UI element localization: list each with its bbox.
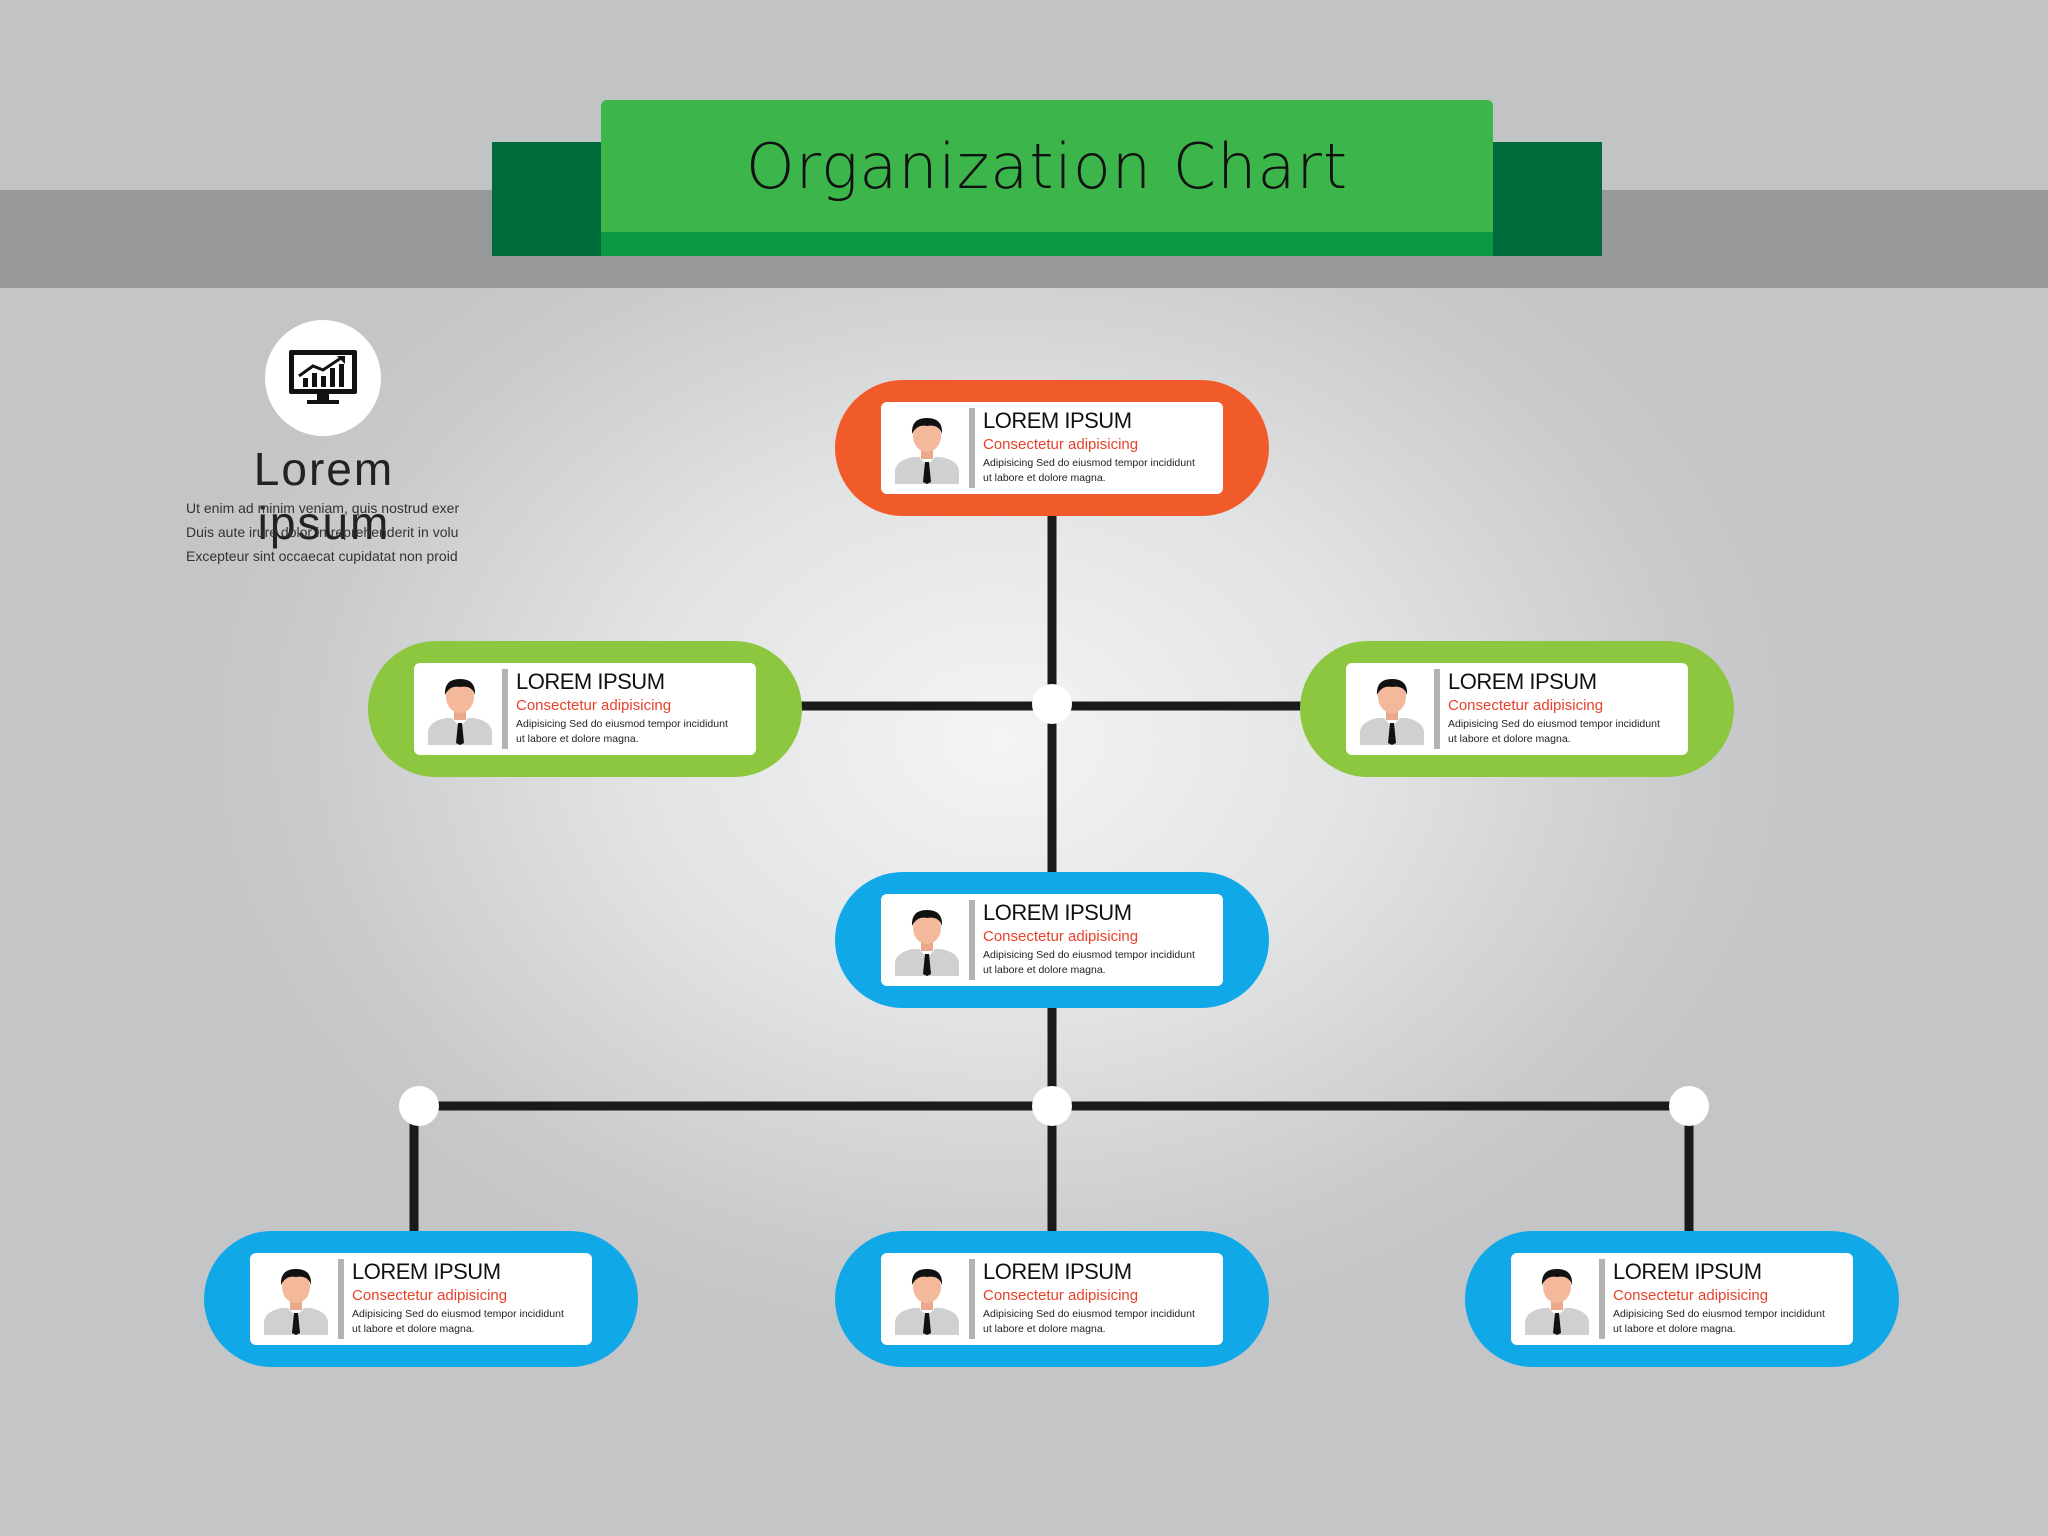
- ribbon-right-tail: [1492, 142, 1602, 256]
- org-node-left[interactable]: LOREM IPSUM Consectetur adipisicing Adip…: [368, 641, 802, 777]
- node-desc-line: ut labore et dolore magna.: [352, 1323, 475, 1335]
- chart-monitor-icon: [289, 350, 357, 404]
- card-divider: [1434, 669, 1440, 749]
- node-title: LOREM IPSUM: [983, 408, 1132, 433]
- node-description: Adipisicing Sed do eiusmod tempor incidi…: [983, 456, 1219, 486]
- junction-dot: [1032, 1086, 1072, 1126]
- node-desc-line: Adipisicing Sed do eiusmod tempor incidi…: [1613, 1308, 1825, 1320]
- node-subtitle: Consectetur adipisicing: [1613, 1287, 1769, 1304]
- person-avatar-icon: [895, 910, 959, 976]
- card-divider: [969, 1259, 975, 1339]
- node-title: LOREM IPSUM: [1613, 1259, 1762, 1284]
- junction-dot: [399, 1086, 439, 1126]
- junction-dot: [1669, 1086, 1709, 1126]
- node-subtitle: Consectetur adipisicing: [1448, 697, 1604, 714]
- node-desc-line: ut labore et dolore magna.: [1448, 733, 1571, 745]
- page-title: Organization Chart: [745, 129, 1349, 203]
- node-desc-line: ut labore et dolore magna.: [1613, 1323, 1736, 1335]
- node-desc-line: ut labore et dolore magna.: [983, 472, 1106, 484]
- node-title: LOREM IPSUM: [516, 669, 665, 694]
- org-node-bottom-left[interactable]: LOREM IPSUM Consectetur adipisicing Adip…: [204, 1231, 638, 1367]
- node-card: LOREM IPSUM Consectetur adipisicing Adip…: [881, 894, 1223, 986]
- node-card: LOREM IPSUM Consectetur adipisicing Adip…: [1346, 663, 1688, 755]
- card-divider: [1599, 1259, 1605, 1339]
- org-node-bottom-right[interactable]: LOREM IPSUM Consectetur adipisicing Adip…: [1465, 1231, 1899, 1367]
- node-card: LOREM IPSUM Consectetur adipisicing Adip…: [250, 1253, 592, 1345]
- node-title: LOREM IPSUM: [1448, 669, 1597, 694]
- node-subtitle: Consectetur adipisicing: [352, 1287, 508, 1304]
- node-description: Adipisicing Sed do eiusmod tempor incidi…: [1448, 717, 1684, 747]
- node-subtitle: Consectetur adipisicing: [983, 1287, 1139, 1304]
- node-desc-line: Adipisicing Sed do eiusmod tempor incidi…: [1448, 718, 1660, 730]
- node-subtitle: Consectetur adipisicing: [983, 928, 1139, 945]
- node-subtitle: Consectetur adipisicing: [983, 436, 1139, 453]
- card-divider: [969, 408, 975, 488]
- node-subtitle: Consectetur adipisicing: [516, 697, 672, 714]
- org-node-bottom-center[interactable]: LOREM IPSUM Consectetur adipisicing Adip…: [835, 1231, 1269, 1367]
- person-avatar-icon: [895, 418, 959, 484]
- card-divider: [502, 669, 508, 749]
- card-divider: [969, 900, 975, 980]
- side-text-block: Ut enim ad minim veniam, quis nostrud ex…: [186, 496, 466, 568]
- node-card: LOREM IPSUM Consectetur adipisicing Adip…: [414, 663, 756, 755]
- side-text-line: Duis aute irure dolor in reprehenderit i…: [186, 524, 459, 540]
- junction-dot: [1032, 684, 1072, 724]
- side-heading: Lorem ipsum: [253, 443, 395, 549]
- node-description: Adipisicing Sed do eiusmod tempor incidi…: [1613, 1307, 1849, 1337]
- ribbon-left-tail: [492, 142, 602, 256]
- person-avatar-icon: [1360, 679, 1424, 745]
- node-card: LOREM IPSUM Consectetur adipisicing Adip…: [881, 402, 1223, 494]
- person-avatar-icon: [1525, 1269, 1589, 1335]
- node-description: Adipisicing Sed do eiusmod tempor incidi…: [983, 1307, 1219, 1337]
- node-desc-line: ut labore et dolore magna.: [983, 964, 1106, 976]
- node-description: Adipisicing Sed do eiusmod tempor incidi…: [983, 948, 1219, 978]
- person-avatar-icon: [895, 1269, 959, 1335]
- node-desc-line: Adipisicing Sed do eiusmod tempor incidi…: [352, 1308, 564, 1320]
- node-desc-line: Adipisicing Sed do eiusmod tempor incidi…: [983, 457, 1195, 469]
- node-desc-line: Adipisicing Sed do eiusmod tempor incidi…: [983, 1308, 1195, 1320]
- node-description: Adipisicing Sed do eiusmod tempor incidi…: [352, 1307, 588, 1337]
- node-title: LOREM IPSUM: [352, 1259, 501, 1284]
- node-card: LOREM IPSUM Consectetur adipisicing Adip…: [1511, 1253, 1853, 1345]
- node-description: Adipisicing Sed do eiusmod tempor incidi…: [516, 717, 752, 747]
- org-node-top[interactable]: LOREM IPSUM Consectetur adipisicing Adip…: [835, 380, 1269, 516]
- node-desc-line: ut labore et dolore magna.: [983, 1323, 1106, 1335]
- node-desc-line: ut labore et dolore magna.: [516, 733, 639, 745]
- person-avatar-icon: [428, 679, 492, 745]
- org-node-middle[interactable]: LOREM IPSUM Consectetur adipisicing Adip…: [835, 872, 1269, 1008]
- node-desc-line: Adipisicing Sed do eiusmod tempor incidi…: [983, 949, 1195, 961]
- ribbon-stripe: [601, 232, 1493, 256]
- node-title: LOREM IPSUM: [983, 1259, 1132, 1284]
- card-divider: [338, 1259, 344, 1339]
- side-text-line: Excepteur sint occaecat cupidatat non pr…: [186, 548, 458, 564]
- node-desc-line: Adipisicing Sed do eiusmod tempor incidi…: [516, 718, 728, 730]
- title-ribbon: [601, 100, 1493, 256]
- side-icon-badge: [265, 320, 381, 436]
- org-node-right[interactable]: LOREM IPSUM Consectetur adipisicing Adip…: [1300, 641, 1734, 777]
- person-avatar-icon: [264, 1269, 328, 1335]
- side-text-line: Ut enim ad minim veniam, quis nostrud ex…: [186, 500, 460, 516]
- node-title: LOREM IPSUM: [983, 900, 1132, 925]
- node-card: LOREM IPSUM Consectetur adipisicing Adip…: [881, 1253, 1223, 1345]
